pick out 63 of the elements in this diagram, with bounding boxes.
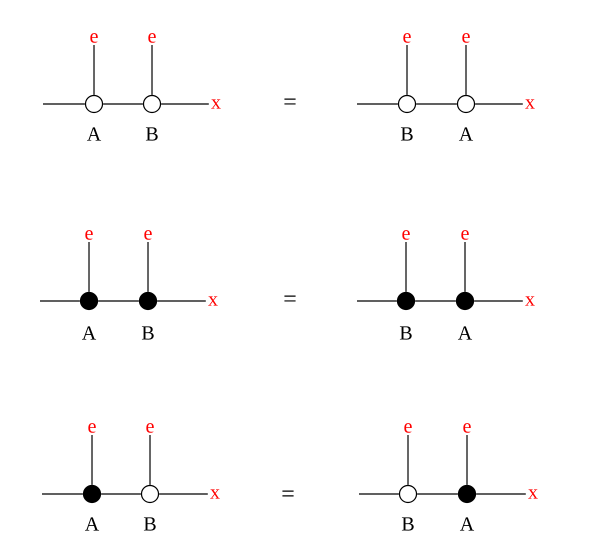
line	[407, 435, 409, 485]
line	[98, 300, 139, 302]
line	[406, 45, 408, 95]
symbol-label: x	[210, 489, 220, 499]
symbol-label: e	[404, 423, 412, 433]
equals-sign: =	[282, 490, 294, 496]
symbol-label: e	[461, 230, 469, 240]
line	[43, 103, 85, 105]
symbol-label: e	[90, 33, 98, 43]
vertex-label: B	[146, 127, 158, 141]
line	[151, 45, 153, 95]
line	[91, 435, 93, 485]
symbol-label: x	[528, 489, 538, 499]
line	[466, 435, 468, 485]
symbol-label: e	[402, 230, 410, 240]
line	[405, 242, 407, 292]
line	[93, 45, 95, 95]
vertex-label: A	[86, 127, 102, 141]
line	[159, 493, 208, 495]
symbol-label: e	[462, 33, 470, 43]
vertex-label: A	[84, 517, 100, 531]
vertex-label: A	[458, 326, 472, 340]
line	[42, 493, 83, 495]
line	[357, 103, 398, 105]
line	[417, 493, 458, 495]
line	[415, 300, 456, 302]
symbol-label: x	[208, 296, 218, 306]
line	[416, 103, 457, 105]
vertex-label: A	[82, 326, 96, 340]
line	[476, 493, 526, 495]
line	[465, 45, 467, 95]
line	[103, 103, 143, 105]
line	[147, 242, 149, 292]
line	[88, 242, 90, 292]
line	[101, 493, 141, 495]
line	[157, 300, 206, 302]
symbol-label: e	[148, 33, 156, 43]
equals-sign: =	[284, 98, 296, 104]
symbol-label: e	[88, 423, 96, 433]
symbol-label: e	[85, 230, 93, 240]
symbol-label: x	[525, 99, 535, 109]
symbol-label: e	[144, 230, 152, 240]
vertex-label: B	[402, 517, 414, 531]
line	[475, 103, 523, 105]
line	[474, 300, 523, 302]
line	[359, 493, 399, 495]
symbol-label: x	[525, 296, 535, 306]
line	[40, 300, 80, 302]
vertex-label: B	[400, 127, 413, 141]
vertex-label: B	[142, 326, 154, 340]
symbol-label: e	[403, 33, 411, 43]
line	[161, 103, 209, 105]
line	[464, 242, 466, 292]
vertex-label: A	[458, 127, 474, 141]
symbol-label: e	[463, 423, 471, 433]
vertex-label: B	[144, 517, 156, 531]
vertex-label: B	[400, 326, 412, 340]
equals-sign: =	[284, 296, 296, 302]
symbol-label: e	[146, 423, 154, 433]
symbol-label: x	[211, 99, 221, 109]
vertex-label: A	[460, 517, 474, 531]
line	[149, 435, 151, 485]
line	[357, 300, 397, 302]
